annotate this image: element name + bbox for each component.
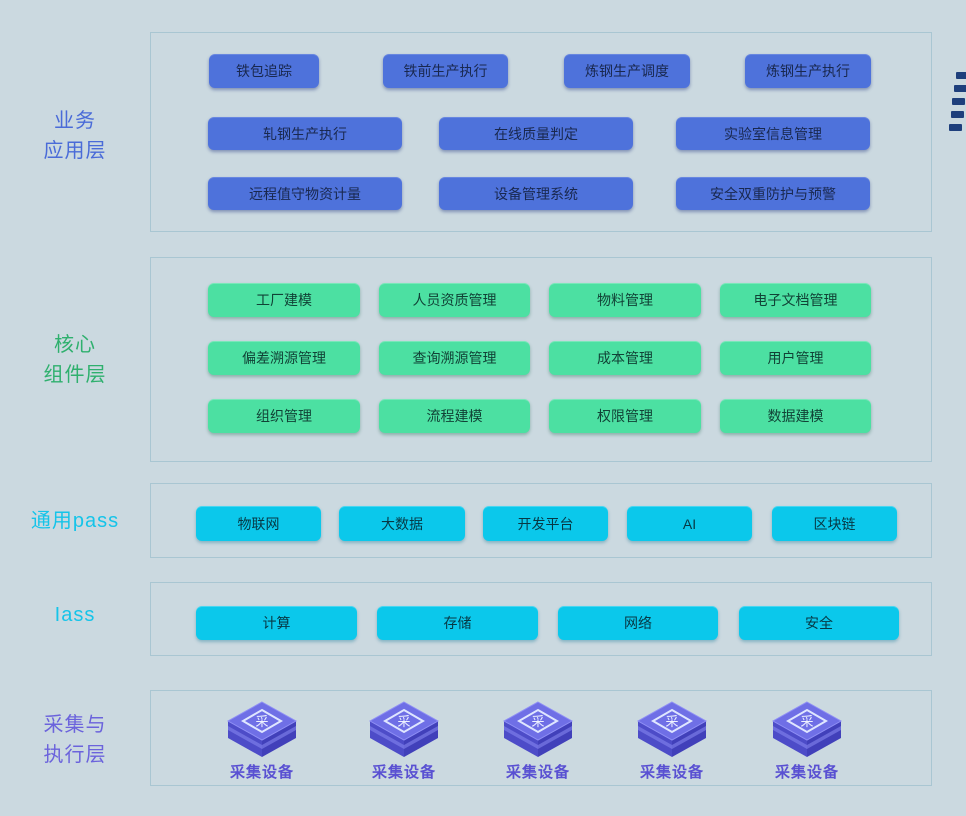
- core-component-item[interactable]: 用户管理: [720, 341, 871, 375]
- device-cube-icon: 采: [226, 701, 298, 757]
- edge-marker-icon: [949, 124, 962, 131]
- layer-label-line: 核心: [54, 334, 96, 356]
- core-component-item[interactable]: 成本管理: [549, 341, 701, 375]
- core-component-item[interactable]: 偏差溯源管理: [208, 341, 360, 375]
- layer-label-device: 采集与 执行层: [0, 710, 150, 770]
- core-component-item[interactable]: 人员资质管理: [379, 283, 530, 317]
- edge-marker-icon: [951, 111, 964, 118]
- business-app-item[interactable]: 实验室信息管理: [676, 117, 870, 150]
- core-component-item[interactable]: 物料管理: [549, 283, 701, 317]
- layer-label-paas: 通用pass: [0, 506, 150, 536]
- layer-label-core: 核心 组件层: [0, 330, 150, 390]
- core-components-layer: 工厂建模 人员资质管理 物料管理 电子文档管理 偏差溯源管理 查询溯源管理 成本…: [150, 257, 932, 462]
- layer-label-line: 执行层: [43, 744, 107, 766]
- iaas-item[interactable]: 网络: [558, 606, 718, 640]
- layer-label-line: 通用pass: [30, 510, 120, 532]
- business-app-item[interactable]: 在线质量判定: [439, 117, 633, 150]
- business-app-item[interactable]: 轧钢生产执行: [208, 117, 402, 150]
- layer-label-line: 应用层: [43, 140, 107, 162]
- device-label: 采集设备: [774, 764, 839, 781]
- device-item: 采 采集设备: [612, 699, 732, 782]
- layer-label-line: 采集与: [43, 714, 107, 736]
- device-item: 采 采集设备: [344, 699, 464, 782]
- business-app-item[interactable]: 安全双重防护与预警: [676, 177, 870, 210]
- collection-execution-layer: 采 采集设备 采 采集设备 采 采集设备: [150, 690, 932, 786]
- iaas-item[interactable]: 存储: [377, 606, 538, 640]
- paas-item[interactable]: 大数据: [339, 506, 465, 541]
- core-component-item[interactable]: 组织管理: [208, 399, 360, 433]
- iaas-item[interactable]: 计算: [196, 606, 357, 640]
- core-component-item[interactable]: 数据建模: [720, 399, 871, 433]
- business-app-item[interactable]: 铁前生产执行: [383, 54, 508, 88]
- device-cube-icon: 采: [771, 701, 843, 757]
- business-app-item[interactable]: 远程值守物资计量: [208, 177, 402, 210]
- device-label: 采集设备: [371, 764, 436, 781]
- business-app-item[interactable]: 炼钢生产调度: [564, 54, 690, 88]
- device-item: 采 采集设备: [478, 699, 598, 782]
- business-application-layer: 铁包追踪 铁前生产执行 炼钢生产调度 炼钢生产执行 轧钢生产执行 在线质量判定 …: [150, 32, 932, 232]
- core-component-item[interactable]: 工厂建模: [208, 283, 360, 317]
- core-component-item[interactable]: 查询溯源管理: [379, 341, 530, 375]
- device-label: 采集设备: [229, 764, 294, 781]
- svg-text:采: 采: [531, 714, 544, 729]
- edge-marker-icon: [952, 98, 965, 105]
- layer-label-business: 业务 应用层: [0, 106, 150, 166]
- device-cube-icon: 采: [502, 701, 574, 757]
- device-item: 采 采集设备: [747, 699, 867, 782]
- paas-item[interactable]: 物联网: [196, 506, 321, 541]
- business-app-item[interactable]: 炼钢生产执行: [745, 54, 871, 88]
- layer-label-line: 组件层: [43, 364, 107, 386]
- paas-item[interactable]: 开发平台: [483, 506, 608, 541]
- edge-marker-icon: [956, 72, 966, 79]
- paas-layer: 物联网 大数据 开发平台 AI 区块链: [150, 483, 932, 558]
- svg-text:采: 采: [255, 714, 268, 729]
- business-app-item[interactable]: 设备管理系统: [439, 177, 633, 210]
- svg-text:采: 采: [397, 714, 410, 729]
- core-component-item[interactable]: 电子文档管理: [720, 283, 871, 317]
- core-component-item[interactable]: 流程建模: [379, 399, 530, 433]
- core-component-item[interactable]: 权限管理: [549, 399, 701, 433]
- paas-item[interactable]: AI: [627, 506, 752, 541]
- device-item: 采 采集设备: [202, 699, 322, 782]
- layer-label-iaas: Iass: [0, 600, 150, 630]
- svg-text:采: 采: [800, 714, 813, 729]
- device-cube-icon: 采: [636, 701, 708, 757]
- layer-label-line: 业务: [54, 110, 96, 132]
- device-label: 采集设备: [639, 764, 704, 781]
- svg-text:采: 采: [665, 714, 678, 729]
- device-cube-icon: 采: [368, 701, 440, 757]
- device-label: 采集设备: [505, 764, 570, 781]
- iaas-item[interactable]: 安全: [739, 606, 899, 640]
- iaas-layer: 计算 存储 网络 安全: [150, 582, 932, 656]
- edge-marker-icon: [954, 85, 966, 92]
- paas-item[interactable]: 区块链: [772, 506, 897, 541]
- layer-label-line: Iass: [54, 604, 96, 626]
- business-app-item[interactable]: 铁包追踪: [209, 54, 319, 88]
